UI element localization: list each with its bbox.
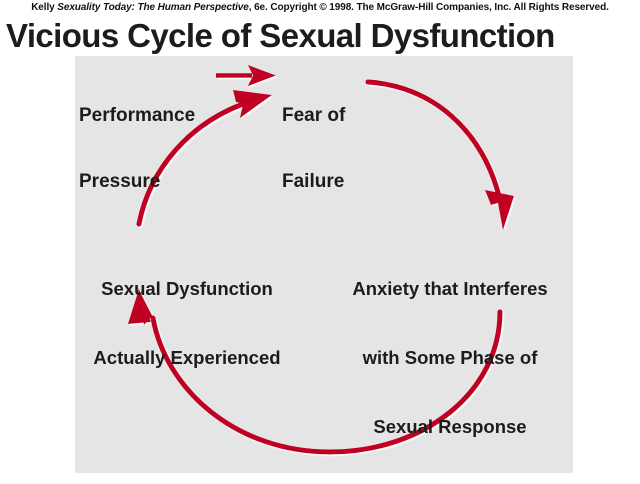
node-fear-of-failure: Fear of Failure (282, 61, 345, 237)
node-line: Pressure (79, 171, 161, 192)
node-line: Failure (282, 171, 345, 192)
node-line: Actually Experienced (93, 347, 281, 368)
credit-rights: , 6e. Copyright © 1998. The McGraw-Hill … (248, 2, 609, 13)
node-performance-pressure: Performance Pressure (79, 61, 195, 237)
node-anxiety-interferes: Anxiety that Interferes with Some Phase … (327, 231, 573, 484)
node-line: Sexual Dysfunction (101, 278, 273, 299)
node-sexual-dysfunction: Sexual Dysfunction Actually Experienced (80, 231, 294, 415)
page-title: Vicious Cycle of Sexual Dysfunction (6, 17, 555, 54)
node-line: Fear of (282, 105, 346, 126)
copyright-credit-line: Kelly Sexuality Today: The Human Perspec… (0, 2, 640, 14)
node-line: Performance (79, 105, 196, 126)
credit-book-title: Sexuality Today: The Human Perspective (57, 2, 249, 13)
node-line: Sexual Response (373, 416, 527, 437)
credit-author: Kelly (31, 2, 55, 13)
node-line: Anxiety that Interferes (352, 278, 548, 299)
node-line: with Some Phase of (362, 347, 538, 368)
